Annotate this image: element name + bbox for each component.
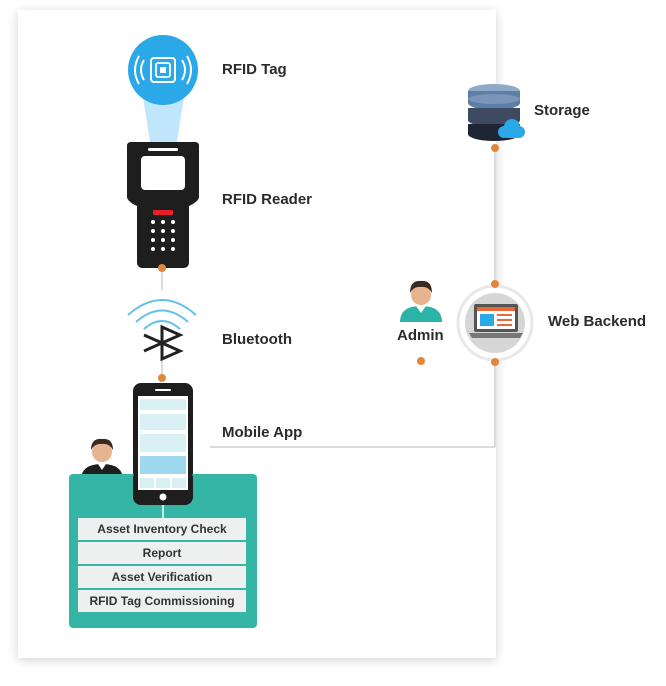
- dot-storage: [491, 144, 499, 152]
- mobile-functions-panel: Asset Inventory Check Report Asset Verif…: [69, 474, 257, 628]
- function-item[interactable]: Report: [78, 542, 246, 564]
- function-item[interactable]: RFID Tag Commissioning: [78, 590, 246, 612]
- rfid-reader-icon: [127, 142, 199, 268]
- connector-dots: [158, 144, 499, 382]
- label-storage: Storage: [534, 102, 590, 119]
- database-cloud-icon: [468, 84, 525, 141]
- dot-reader: [158, 264, 166, 272]
- dot-backend-top: [491, 280, 499, 288]
- label-web-backend: Web Backend: [548, 313, 647, 330]
- connectors: [161, 148, 496, 520]
- monitor-icon: [456, 284, 534, 362]
- bluetooth-icon: [127, 299, 197, 362]
- function-item[interactable]: Asset Inventory Check: [78, 518, 246, 540]
- dot-backend-bottom: [491, 358, 499, 366]
- dot-phone: [158, 374, 166, 382]
- function-item[interactable]: Asset Verification: [78, 566, 246, 588]
- label-admin: Admin: [397, 327, 444, 344]
- function-list: Asset Inventory Check Report Asset Verif…: [78, 518, 246, 614]
- label-rfid-tag: RFID Tag: [222, 61, 287, 78]
- admin-user-icon: [400, 280, 442, 322]
- label-bluetooth: Bluetooth: [222, 331, 292, 348]
- label-rfid-reader: RFID Reader: [222, 191, 313, 208]
- rfid-tag-icon: [128, 35, 198, 142]
- dot-admin: [417, 357, 425, 365]
- label-mobile-app: Mobile App: [222, 424, 303, 441]
